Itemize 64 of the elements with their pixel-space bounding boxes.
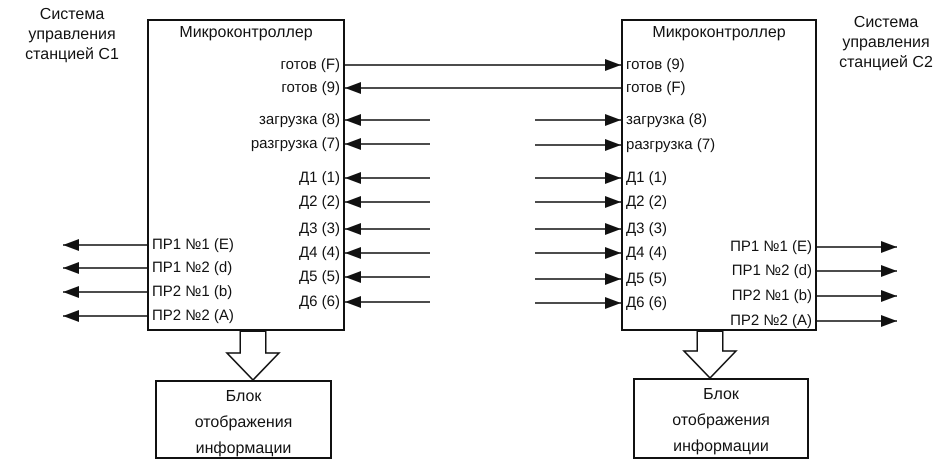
arrow (63, 286, 147, 298)
node-title: Микроконтроллер (178, 24, 314, 42)
pin-label: ПР1 №1 (E) (730, 237, 817, 257)
arrow (345, 82, 621, 94)
pin-label: загрузка (8) (259, 110, 345, 130)
display-block-box (633, 378, 809, 459)
pin-label: готов (F) (621, 78, 686, 98)
block-arrow (683, 331, 737, 379)
pin-label: разгрузка (7) (250, 134, 345, 154)
pin-label: Д1 (1) (621, 168, 668, 188)
arrow (535, 172, 621, 184)
pin-label: Д6 (6) (298, 292, 345, 312)
pin-label: Д4 (4) (621, 243, 668, 263)
pin-label: ПР1 №2 (d) (732, 261, 817, 281)
node-title: Микроконтроллер (651, 24, 787, 42)
arrow (345, 59, 621, 71)
pin-label: ПР2 №2 (A) (147, 306, 234, 326)
block-label: Блок отображения информации (194, 387, 294, 459)
pin-label: готов (F) (280, 55, 345, 75)
pin-label: готов (9) (281, 78, 345, 98)
pin-label: Д4 (4) (298, 243, 345, 263)
arrow (535, 139, 621, 151)
display-block-box (155, 380, 332, 459)
arrow (345, 223, 430, 235)
arrow (817, 290, 897, 302)
pin-label: Д2 (2) (298, 192, 345, 212)
pin-label: Д3 (3) (621, 219, 668, 239)
arrow (535, 297, 621, 309)
pin-label: готов (9) (621, 55, 685, 75)
arrow (345, 296, 430, 308)
arrow (345, 247, 430, 259)
arrow (345, 172, 430, 184)
pin-label: ПР2 №1 (b) (147, 282, 232, 302)
arrow (535, 114, 621, 126)
pin-label: Д2 (2) (621, 192, 668, 212)
arrow (345, 196, 430, 208)
block-label: Блок отображения информации (671, 385, 771, 457)
arrow (63, 262, 147, 274)
pin-label: Д5 (5) (621, 269, 668, 289)
pin-label: Д3 (3) (298, 219, 345, 239)
arrow (817, 265, 897, 277)
arrow (535, 196, 621, 208)
arrow (345, 271, 430, 283)
system-heading: Система управления станцией С1 (24, 5, 120, 65)
pin-label: разгрузка (7) (621, 135, 716, 155)
arrow (817, 241, 897, 253)
arrow (535, 223, 621, 235)
block-arrow (226, 331, 280, 381)
pin-label: ПР1 №2 (d) (147, 258, 232, 278)
pin-label: загрузка (8) (621, 110, 707, 130)
arrow (345, 114, 430, 126)
pin-label: Д6 (6) (621, 293, 668, 313)
pin-label: Д5 (5) (298, 267, 345, 287)
arrow (63, 239, 147, 251)
pin-label: ПР2 №2 (A) (730, 311, 817, 331)
arrow (535, 273, 621, 285)
system-heading: Система управления станцией С2 (838, 13, 934, 73)
pin-label: ПР2 №1 (b) (732, 286, 817, 306)
arrow (817, 315, 897, 327)
arrow (63, 310, 147, 322)
arrow (345, 138, 430, 150)
pin-label: ПР1 №1 (E) (147, 235, 234, 255)
pin-label: Д1 (1) (298, 168, 345, 188)
arrow (535, 247, 621, 259)
